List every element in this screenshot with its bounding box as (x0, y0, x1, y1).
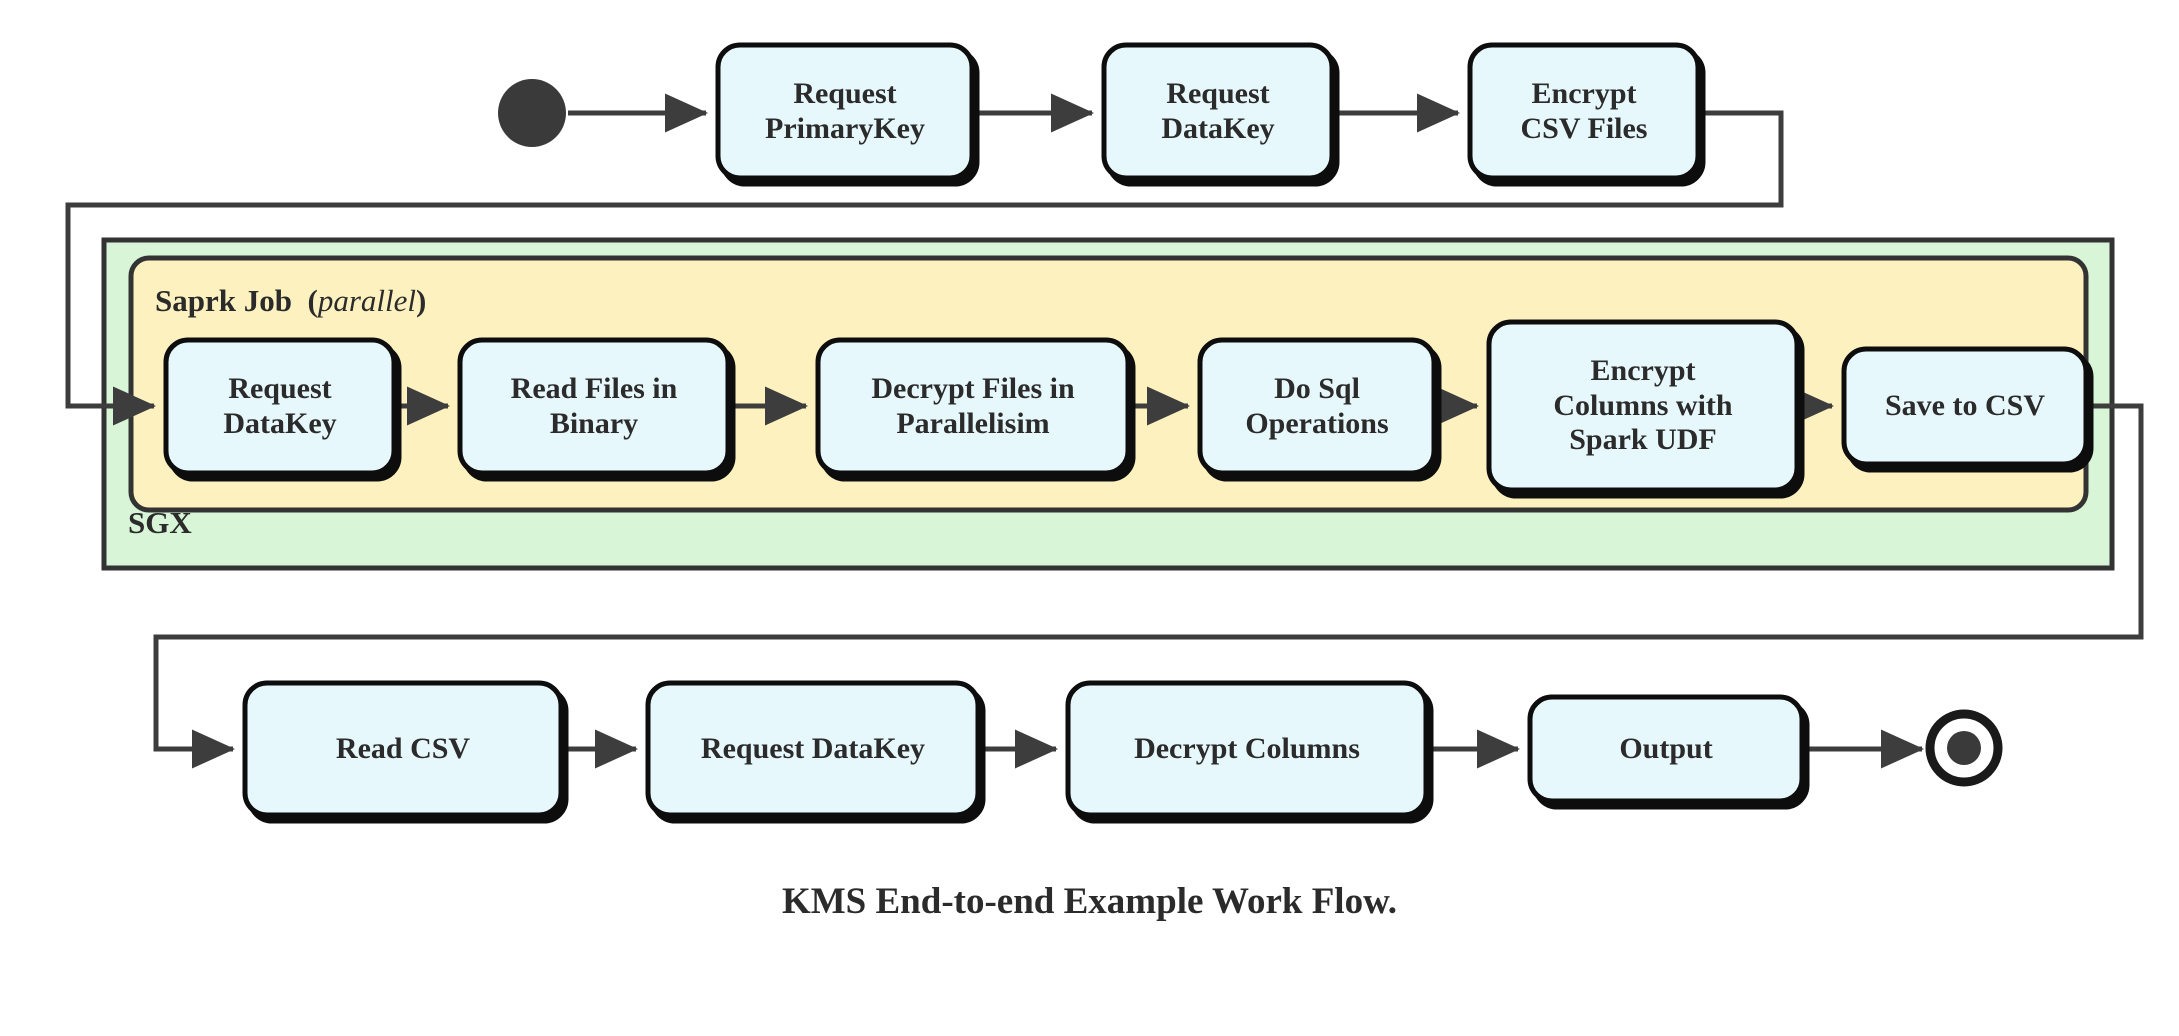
node-encrypt-columns-udf[interactable] (1486, 319, 1800, 493)
sgx-group-label: SGX (128, 505, 192, 540)
edges-layer (65, 93, 2144, 769)
node-read-csv[interactable] (242, 680, 564, 818)
node-decrypt-files[interactable] (815, 337, 1131, 476)
node-request-datakey-spark[interactable] (163, 337, 397, 476)
node-decrypt-columns[interactable] (1065, 680, 1429, 818)
nodes-layer (163, 42, 2089, 818)
markers-layer (498, 79, 2003, 787)
spark-job-paren-open: ( (307, 283, 318, 318)
node-save-to-csv[interactable] (1841, 346, 2089, 467)
node-do-sql-operations[interactable] (1197, 337, 1437, 476)
edge-save-csv-to-read-csv (153, 403, 2144, 769)
node-encrypt-csv-files[interactable] (1467, 42, 1701, 181)
spark-job-paren-close: ) (415, 283, 427, 318)
node-request-primarykey[interactable] (715, 42, 975, 181)
end-node-dot (1947, 731, 1981, 765)
diagram-caption: KMS End-to-end Example Work Flow. (781, 881, 1398, 922)
node-read-files-in-binary[interactable] (457, 337, 731, 476)
spark-job-parallel-text: parallel (317, 283, 416, 318)
spark-job-group-label: Saprk Job (parallel) (155, 283, 426, 319)
node-output[interactable] (1527, 694, 1805, 804)
spark-job-label-text: Saprk Job (155, 283, 292, 318)
node-request-datakey-bot[interactable] (645, 680, 981, 818)
start-node (498, 79, 566, 147)
edge-encrypt-csv-to-spark-datakey (65, 110, 1784, 426)
node-request-datakey-top[interactable] (1101, 42, 1335, 181)
